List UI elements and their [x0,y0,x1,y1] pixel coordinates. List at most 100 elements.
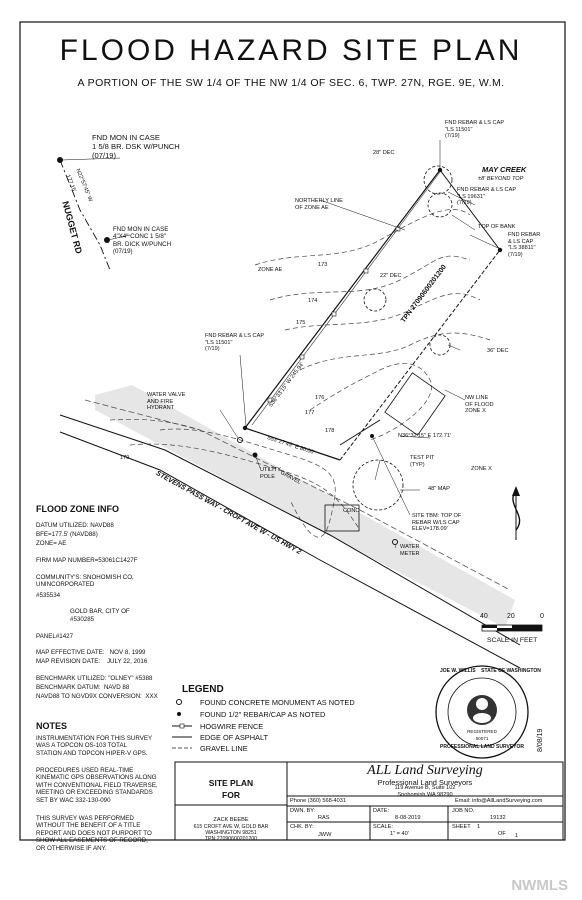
label-water-valve: WATER VALVE AND FIRE HYDRANT [147,392,186,412]
tb-chk-label: CHK. BY: [290,824,314,830]
tb-of-value: 1 [515,833,519,839]
legend-item-gravel: GRAVEL LINE [200,744,248,753]
label-water-meter: WATER METER [400,544,420,557]
flood-bfe: BFE=177.5' (NAVD88) [36,531,98,538]
contour-label-176: 176 [315,395,325,401]
parcel-line-south [244,427,341,461]
tb-company-addr: 119 Avenue B, Suite 102 Snohomish WA 982… [394,785,456,798]
legend-symbols [172,699,192,749]
scale-tick-0: 0 [540,613,544,620]
label-may-creek-sub: ±8' BEYOND TOP [478,176,524,182]
label-fnd-mon-1: FND MON IN CASE 1 5/8 BR. DSK W/PUNCH (0… [92,133,180,160]
tbm-point [370,434,374,438]
tb-scale-label: SCALE: [373,824,393,830]
contour-label-177: 177 [305,410,315,416]
title-block-frame [174,761,564,841]
tb-job-label: JOB NO. [452,808,475,814]
fence-post [267,397,273,403]
north-arrow-icon [512,486,521,540]
contour-label-179: 179 [120,455,130,461]
flood-conversion: NAVD88 TO NGVD9X CONVERSION: XXX [36,693,158,700]
label-fnd-mon-2: FND MON IN CASE 4"X4" CONC 1 5/8" BR. DI… [113,226,172,256]
note-1: INSTRUMENTATION FOR THIS SURVEY WAS A TO… [36,735,153,757]
label-northerly-line: NORTHERLY LINE OF ZONE AE [295,198,343,211]
tb-dwn-value: RAS [318,815,330,821]
contour-label-178: 178 [325,428,335,434]
note-3: THIS SURVEY WAS PERFORMED WITHOUT THE BE… [36,815,152,852]
label-dec-28: 28" DEC [373,150,395,156]
label-dec-36: 36" DEC [487,348,509,354]
label-bearing-3: N36°32'15" E 172.71' [398,433,452,439]
label-dec-22: 22" DEC [380,273,402,279]
tb-company: ALL Land Surveying [367,763,483,778]
tb-chk-value: JWW [318,832,332,838]
flood-panel: PANEL#1427 [36,633,74,640]
scale-tick-40: 40 [480,613,488,620]
hogwire-fence [251,171,441,426]
tb-date-value: 8-08-2019 [395,815,421,821]
tb-for: FOR [222,790,240,800]
legend-item-rebar: FOUND 1/2" REBAR/CAP AS NOTED [200,710,326,719]
label-utility-pole: UTILITY POLE [260,467,281,480]
label-fnd-rebar-1: FND REBAR & LS CAP "LS 11501" (7/19) [445,120,505,140]
hydrant [237,437,243,443]
parcel-line-west [244,169,441,429]
flood-gold-bar: GOLD BAR, CITY OF [70,608,130,615]
legend-item-monument: FOUND CONCRETE MONUMENT AS NOTED [200,698,355,707]
fence-post [395,226,401,232]
flood-community-no: #535534 [36,592,61,599]
flood-datum: DATUM UTILIZED: NAVD88 [36,522,114,529]
surveyor-seal-icon [435,665,529,759]
flood-zone: ZONE= AE [36,540,67,547]
label-site-tbm: SITE TBM: TOP OF REBAR W/LS CAP ELEV=178… [412,513,462,533]
nugget-rd-line [59,159,111,271]
trees [352,165,453,511]
rebar-2 [437,167,443,173]
tb-scale-value: 1" = 40' [390,831,409,837]
flood-benchmark: BENCHMARK UTILIZED: "OLNEY" #5388 [36,675,153,682]
tb-job-value: 19132 [490,815,506,821]
watermark: NWMLS [511,877,568,894]
label-nw-line: NW LINE OF FLOOD ZONE X [465,395,494,415]
tb-of-label: OF [498,831,506,837]
bearing-line [339,419,381,446]
house-footprint [384,372,446,436]
tb-sheet-label: SHEET [452,824,471,830]
seal-number: 50071 [475,736,489,741]
edge-of-asphalt [59,431,521,669]
fence-post [299,354,305,360]
flood-effective: MAP EFFECTIVE DATE: NOV 8, 1999 [36,649,146,656]
label-zone-ae: ZONE AE [258,267,283,273]
seal-date: 8/08/19 [537,728,544,752]
tb-address: 615 CROFT AVE W, GOLD BAR WASHINGTON 982… [193,824,269,842]
flood-gold-bar-no: #530285 [70,616,95,623]
rebar-3 [497,247,503,253]
flood-bench-datum: BENCHMARK DATUM: NAVD 88 [36,684,130,691]
seal-registered: REGISTERED [467,729,497,734]
label-test-pit: TEST PIT (TYP) [410,455,435,468]
label-fnd-rebar-3: FND REBAR & LS CAP "LS 11501" (7/19) [205,333,265,353]
gravel-hatch [95,385,515,628]
monument-1 [57,157,63,163]
page-subtitle: A PORTION OF THE SW 1/4 OF THE NW 1/4 OF… [77,77,505,89]
contour-lines [109,209,491,538]
fence-post [331,311,337,317]
tb-email: Email: info@AllLandSurveying.com [455,798,543,804]
scale-label: SCALE IN FEET [487,637,538,644]
tb-sheet-value: 1 [477,824,481,830]
contour-label-174: 174 [308,298,318,304]
label-fnd-rebar-4: FND REBAR & LS CAP "LS 38811" (7/19) [508,232,541,258]
contour-label-175: 175 [296,320,306,326]
label-map-48: 48" MAP [428,486,450,492]
concrete-pad [324,504,360,532]
label-conc: CONC [343,508,360,514]
fence-post [363,268,369,274]
tb-company-sub: Professional Land Surveyors [377,778,473,787]
label-fnd-rebar-2: FND REBAR & LS CAP "LS 19631" (7/19) [457,187,517,207]
parcel-line-north [439,169,501,251]
leader-lines [61,140,499,549]
label-zone-x: ZONE X [471,466,492,472]
seal-ring-text: JOE W. WILLIS STATE OF WASHINGTON [440,668,541,674]
